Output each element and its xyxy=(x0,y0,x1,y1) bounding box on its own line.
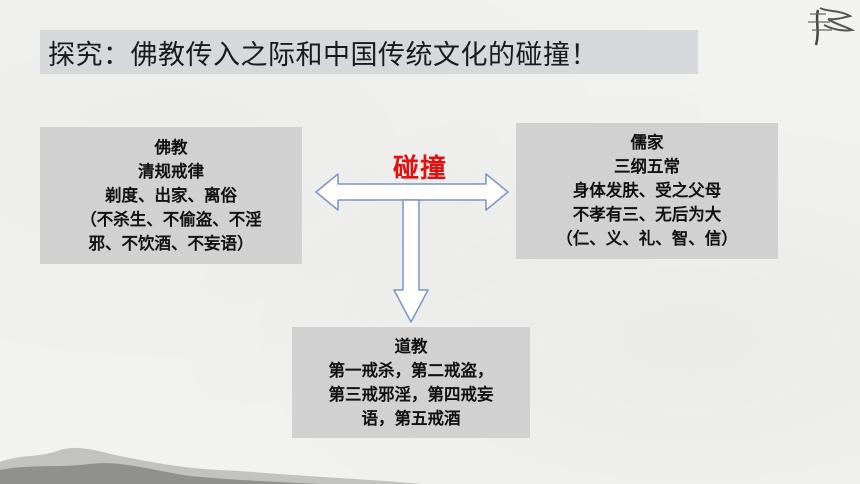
confucianism-line: 儒家 xyxy=(630,133,664,152)
ink-tree-decoration-icon xyxy=(808,7,856,46)
taoism-line: 语，第五戒酒 xyxy=(361,408,461,428)
clash-label: 碰撞 xyxy=(392,154,447,184)
buddhism-line: 邪、不饮酒、不妄语） xyxy=(88,233,254,253)
buddhism-panel: 佛教 清规戒律 剃度、出家、离俗 （不杀生、不偷盗、不淫 邪、不饮酒、不妄语） xyxy=(40,127,302,264)
confucianism-line: 身体发肤、受之父母 xyxy=(572,181,722,200)
buddhism-line: 清规戒律 xyxy=(138,161,204,181)
double-arrow-icon xyxy=(315,173,509,211)
confucianism-line: 不孝有三、无后为大 xyxy=(572,205,722,224)
confucianism-panel: 儒家 三纲五常 身体发肤、受之父母 不孝有三、无后为大 （仁、义、礼、智、信） xyxy=(516,123,778,259)
confucianism-line: （仁、义、礼、智、信） xyxy=(556,229,738,248)
taoism-line: 道教 xyxy=(394,336,428,356)
buddhism-line: 佛教 xyxy=(154,137,188,157)
buddhism-line: 剃度、出家、离俗 xyxy=(105,185,237,205)
down-arrow-icon xyxy=(393,199,429,323)
page-title: 探究：佛教传入之际和中国传统文化的碰撞！ xyxy=(40,30,698,74)
ink-mountain-decoration-icon xyxy=(0,447,420,484)
taoism-panel: 道教 第一戒杀，第二戒盗， 第三戒邪淫，第四戒妄 语，第五戒酒 xyxy=(292,327,530,438)
confucianism-line: 三纲五常 xyxy=(614,157,680,176)
taoism-line: 第三戒邪淫，第四戒妄 xyxy=(328,384,494,404)
taoism-line: 第一戒杀，第二戒盗， xyxy=(328,360,494,380)
buddhism-line: （不杀生、不偷盗、不淫 xyxy=(80,209,262,229)
